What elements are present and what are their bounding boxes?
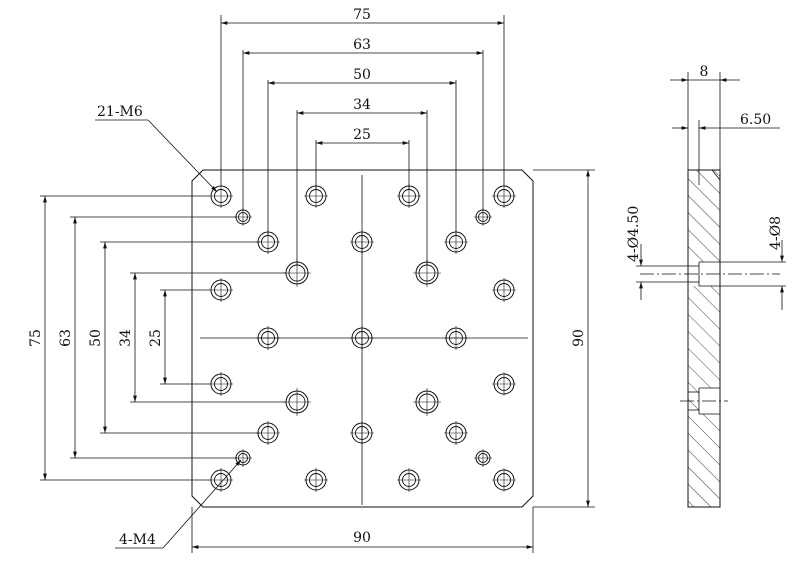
top-dimensions: [220, 15, 505, 265]
side-dim-650-label: 6.50: [740, 112, 771, 128]
m6-hole: [350, 421, 374, 445]
dim-top-50: 50: [353, 67, 371, 83]
side-dim-hole-450: [636, 244, 688, 300]
bottom-dimension: [191, 507, 534, 553]
dim-left-75: 75: [28, 329, 44, 347]
side-dim-650: [672, 120, 780, 170]
m6-hole: [397, 468, 421, 492]
m6-hole: [209, 184, 233, 208]
callout-m6: 21-M6: [97, 104, 143, 120]
callout-m6-leader: [95, 119, 218, 193]
m6-hole: [492, 278, 516, 302]
left-dimensions: [40, 195, 286, 481]
m6-hole: [492, 372, 516, 396]
m6-hole: [304, 468, 328, 492]
dim-left-50: 50: [88, 329, 104, 347]
m6-hole: [350, 326, 374, 350]
side-dim-hole-8: [720, 240, 786, 310]
m6-hole: [209, 278, 233, 302]
dim-top-75: 75: [353, 7, 371, 23]
m6-hole: [492, 468, 516, 492]
m6-hole: [444, 421, 468, 445]
dim-top-63: 63: [353, 37, 371, 53]
callout-m4-leader: [115, 459, 242, 549]
m6-hole: [256, 326, 280, 350]
m6-hole: [209, 372, 233, 396]
side-dim-8-label: 8: [700, 64, 709, 80]
right-dimension: [533, 169, 595, 508]
dim-left-25: 25: [148, 329, 164, 347]
side-dim-hole-450-label: 4-Ø4.50: [626, 206, 642, 262]
dim-left-34: 34: [118, 329, 134, 347]
m6-hole: [413, 388, 441, 416]
dim-right-90: 90: [571, 329, 587, 347]
callout-m4: 4-M4: [119, 532, 156, 548]
m6-hole: [350, 230, 374, 254]
dim-top-25: 25: [353, 127, 371, 143]
m4-hole: [474, 208, 492, 226]
plate-outline: [191, 169, 534, 508]
m4-hole: [474, 449, 492, 467]
dim-top-34: 34: [353, 97, 371, 113]
m6-hole: [209, 468, 233, 492]
dim-left-63: 63: [58, 329, 74, 347]
side-dim-8: [670, 72, 740, 170]
m6-hole: [492, 184, 516, 208]
m6-hole: [283, 388, 311, 416]
side-dim-hole-8-label: 4-Ø8: [768, 216, 784, 250]
dim-bottom-90: 90: [353, 530, 371, 546]
m6-hole: [444, 326, 468, 350]
side-view: [640, 169, 780, 508]
